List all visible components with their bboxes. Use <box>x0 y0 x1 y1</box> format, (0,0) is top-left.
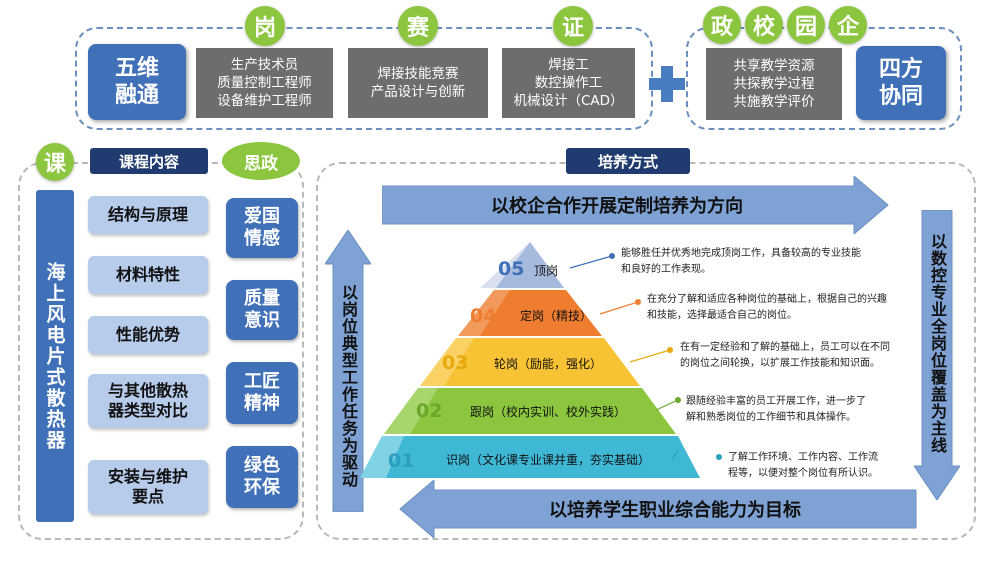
training-header: 培养方式 <box>566 148 690 174</box>
level-number: 03 <box>442 352 469 374</box>
desc-line: 能够胜任并优秀地完成顶岗工作，具备较高的专业技能 <box>621 248 861 259</box>
arrow-bottom-label: 以培养学生职业综合能力为目标 <box>549 500 801 521</box>
level-label: 识岗（文化课专业课并重，夯实基础） <box>446 453 651 467</box>
level-description: 了解工作环境、工作内容、工作流 程等，以便对整个岗位有所认识。 <box>728 450 878 481</box>
sizheng-item: 质量 意识 <box>226 280 298 340</box>
desc-line: 了解工作环境、工作内容、工作流 <box>728 452 878 463</box>
desc-line: 解和熟悉岗位的工作细节和具体操作。 <box>686 411 856 423</box>
level-description: 在有一定经验和了解的基础上，员工可以在不同 的岗位之间轮换，以扩展工作技能和知识… <box>680 340 890 371</box>
level-label: 定岗（精技） <box>520 309 593 323</box>
arrow-down-shape <box>914 210 960 500</box>
pyramid-level-3 <box>420 338 640 386</box>
four-party-line: 共享教学资源 <box>733 57 815 74</box>
level-description: 在充分了解和适应各种岗位的基础上，根据自己的兴趣 和技能，选择最适合自己的岗位。 <box>647 292 887 323</box>
desc-dot <box>635 299 641 305</box>
level-label: 跟岗（校内实训、校外实践） <box>470 405 627 419</box>
level-number: 05 <box>498 258 525 280</box>
desc-line: 跟随经验丰富的员工开展工作，进一步了 <box>686 396 866 407</box>
desc-line: 和良好的工作表现。 <box>621 263 711 275</box>
level-number: 02 <box>416 400 443 422</box>
four-party-line: 共探教学过程 <box>733 75 815 92</box>
arrow-left-label: 以岗位典型工作任务为驱动 <box>339 284 358 488</box>
arrow-right-shape <box>382 176 889 234</box>
level-label: 轮岗（励能，强化） <box>494 357 603 371</box>
zheng-box: 焊接工 数控操作工 机械设计（CAD） <box>502 48 635 118</box>
sizheng-item: 绿色 环保 <box>226 446 298 508</box>
desc-line: 的岗位之间轮换，以扩展工作技能和知识面。 <box>680 357 880 369</box>
circle-zheng-gov: 政 <box>703 6 741 44</box>
arrow-up-shape <box>325 230 371 512</box>
course-item: 材料特性 <box>88 256 208 294</box>
circle-sai: 赛 <box>398 6 438 46</box>
pyramid <box>360 242 700 478</box>
course-item: 安装与维护 要点 <box>88 460 208 514</box>
sai-line: 产品设计与创新 <box>370 84 466 100</box>
desc-dot <box>667 347 673 353</box>
arrow-right-label: 以数控专业全岗位覆盖为主线 <box>928 232 947 454</box>
desc-dot <box>609 253 615 259</box>
pyramid-level-2 <box>384 388 676 434</box>
circle-gang: 岗 <box>245 6 285 46</box>
plus-icon <box>649 66 685 102</box>
level-label: 顶岗 <box>534 264 559 278</box>
arrow-left-shape <box>399 480 917 538</box>
gang-line: 设备维护工程师 <box>217 93 312 110</box>
course-item: 结构与原理 <box>88 196 208 234</box>
desc-line: 在有一定经验和了解的基础上，员工可以在不同 <box>680 342 890 353</box>
desc-line: 和技能，选择最适合自己的岗位。 <box>647 309 797 321</box>
circle-ke: 课 <box>36 143 74 181</box>
gang-line: 质量控制工程师 <box>217 74 312 91</box>
circle-yuan: 园 <box>787 6 825 44</box>
desc-line: 程等，以便对整个岗位有所认识。 <box>728 467 878 479</box>
sizheng-item: 爱国 情感 <box>226 198 298 258</box>
desc-dot <box>716 454 722 460</box>
sizheng-oval: 思政 <box>222 142 300 180</box>
four-party-box: 共享教学资源 共探教学过程 共施教学评价 <box>706 48 842 120</box>
level-description: 能够胜任并优秀地完成顶岗工作，具备较高的专业技能 和良好的工作表现。 <box>621 246 861 277</box>
four-party-line: 共施教学评价 <box>733 94 815 111</box>
level-number: 04 <box>470 305 497 327</box>
desc-line: 在充分了解和适应各种岗位的基础上，根据自己的兴趣 <box>647 294 887 305</box>
gang-box: 生产技术员 质量控制工程师 设备维护工程师 <box>196 48 333 118</box>
sizheng-item: 工匠 精神 <box>226 362 298 424</box>
zheng-line: 焊接工 <box>548 56 589 73</box>
circle-qi: 企 <box>829 6 867 44</box>
arrow-top-label: 以校企合作开展定制培养为方向 <box>491 196 743 217</box>
zheng-line: 机械设计（CAD） <box>513 93 624 110</box>
zheng-line: 数控操作工 <box>534 74 603 91</box>
circle-zheng: 证 <box>553 6 593 46</box>
product-vertical-title: 海上风电片式散热器 <box>36 190 74 522</box>
level-description: 跟随经验丰富的员工开展工作，进一步了 解和熟悉岗位的工作细节和具体操作。 <box>686 394 866 425</box>
connector-lines <box>569 255 679 461</box>
sai-line: 焊接技能竞赛 <box>377 65 459 82</box>
circle-xiao: 校 <box>745 6 783 44</box>
course-header: 课程内容 <box>90 148 208 174</box>
level-number: 01 <box>388 450 415 472</box>
four-party-label: 四方 协同 <box>856 46 946 120</box>
course-item: 性能优势 <box>88 316 208 354</box>
desc-dot <box>675 397 681 403</box>
sai-box: 焊接技能竞赛 产品设计与创新 <box>348 48 488 118</box>
gang-line: 生产技术员 <box>230 56 299 73</box>
course-item: 与其他散热 器类型对比 <box>88 374 208 428</box>
five-dimension-label: 五维 融通 <box>88 44 186 120</box>
pyramid-level-1 <box>360 436 700 478</box>
